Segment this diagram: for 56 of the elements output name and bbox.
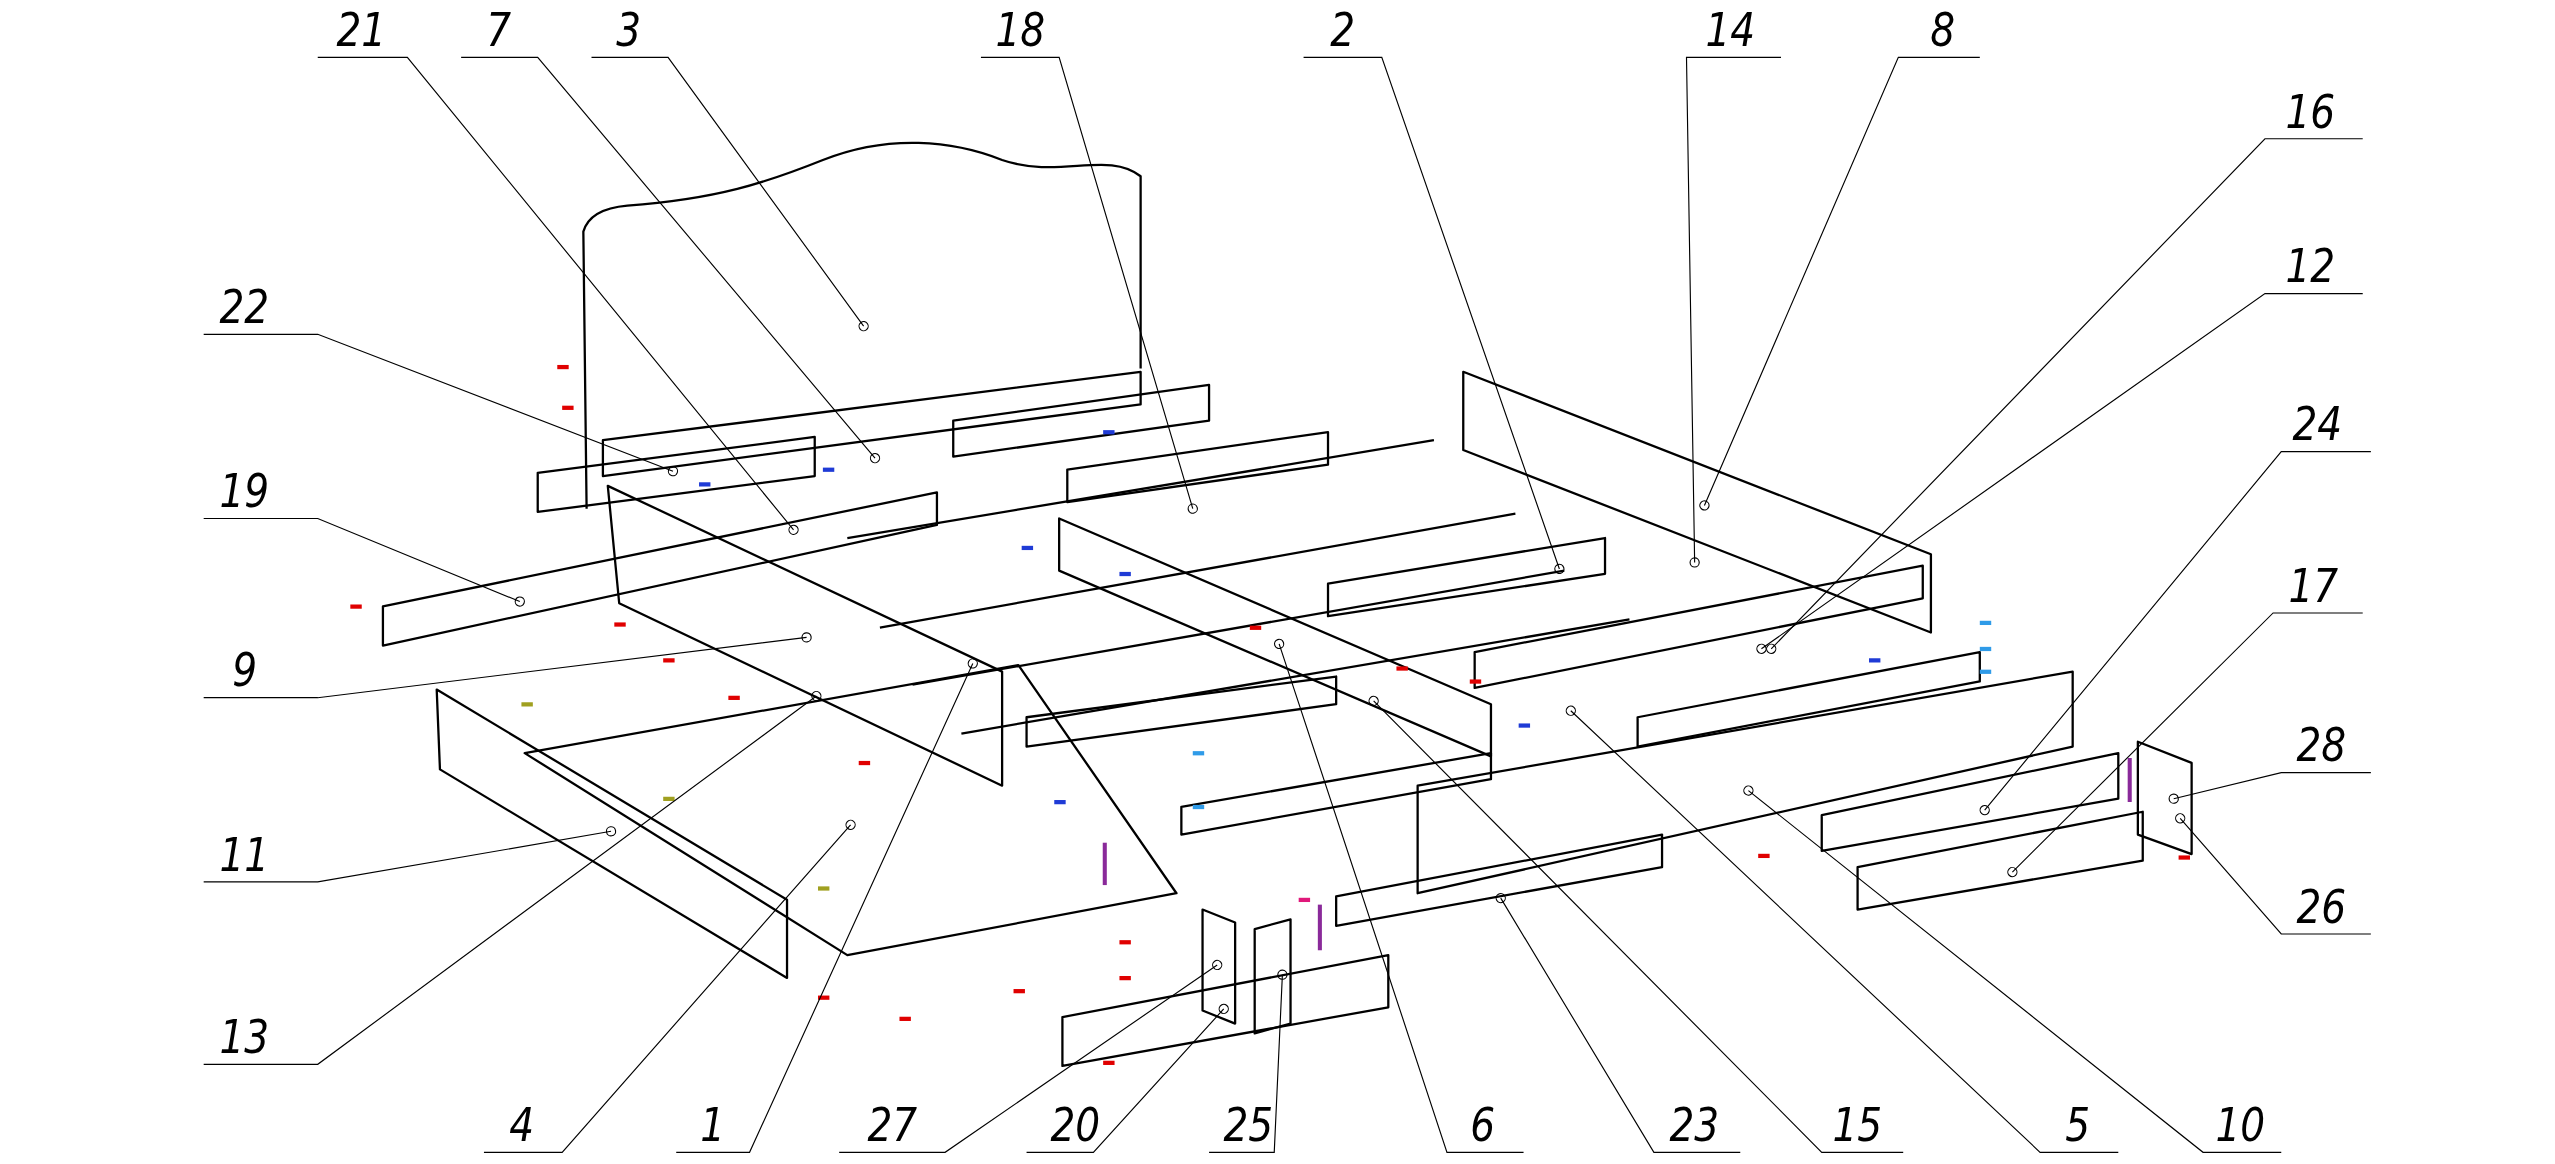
leader-line <box>2175 813 2372 935</box>
leader-line <box>1766 138 2364 654</box>
leader-line <box>980 56 1198 514</box>
callout-number: 7 <box>486 5 512 56</box>
callout-number: 1 <box>699 1100 725 1151</box>
leader-line <box>1208 969 1288 1153</box>
leader-line <box>1368 695 1904 1153</box>
leader-line <box>317 56 799 535</box>
callout-number: 14 <box>1705 5 1756 56</box>
callout-number: 12 <box>2285 241 2336 292</box>
leader-line <box>1274 638 1525 1153</box>
leader-line <box>1979 451 2372 816</box>
callout-number: 3 <box>616 5 642 56</box>
callout-number: 19 <box>219 466 270 517</box>
leader-line <box>838 959 1223 1153</box>
callout-number: 10 <box>2215 1100 2266 1151</box>
leader-line <box>203 333 679 477</box>
callout-number: 11 <box>219 829 270 880</box>
callout-number: 15 <box>1832 1100 1883 1151</box>
callout-number: 18 <box>994 5 1045 56</box>
callout-number: 28 <box>2296 720 2347 771</box>
leader-line <box>483 819 856 1153</box>
callout-number: 27 <box>867 1100 918 1151</box>
leader-line <box>1743 785 2282 1153</box>
leader-line <box>1685 56 1782 568</box>
leader-line <box>203 632 812 699</box>
callout-number: 16 <box>2285 86 2336 137</box>
leader-line <box>460 56 881 464</box>
callout-number: 20 <box>1050 1100 1101 1151</box>
leader-line <box>203 517 525 607</box>
callout-number: 26 <box>2296 881 2347 932</box>
leader-line <box>203 826 617 883</box>
callout-number: 9 <box>232 645 257 696</box>
leader-line <box>1565 705 2119 1153</box>
callout-number: 17 <box>2288 560 2339 611</box>
callout-number: 6 <box>1470 1100 1496 1151</box>
leader-line <box>1495 893 1741 1153</box>
callout-number: 5 <box>2065 1100 2091 1151</box>
callout-number: 24 <box>2292 399 2342 450</box>
leader-line <box>203 690 822 1065</box>
callout-number: 21 <box>336 5 387 56</box>
leader-line <box>1026 1003 1229 1153</box>
leader-line <box>2168 772 2372 804</box>
callout-number: 13 <box>219 1012 270 1063</box>
leader-line <box>1699 56 1981 511</box>
leader-line <box>675 658 978 1153</box>
callout-number: 2 <box>1330 5 1356 56</box>
leader-line <box>1756 293 2364 654</box>
leader-line <box>2007 612 2364 878</box>
callout-number: 22 <box>219 282 270 333</box>
callout-number: 23 <box>1669 1100 1720 1151</box>
callout-number: 4 <box>509 1100 534 1151</box>
leader-line <box>1303 56 1565 575</box>
callout-number: 8 <box>1930 5 1955 56</box>
callout-number: 25 <box>1223 1100 1273 1151</box>
leader-line <box>590 56 869 332</box>
